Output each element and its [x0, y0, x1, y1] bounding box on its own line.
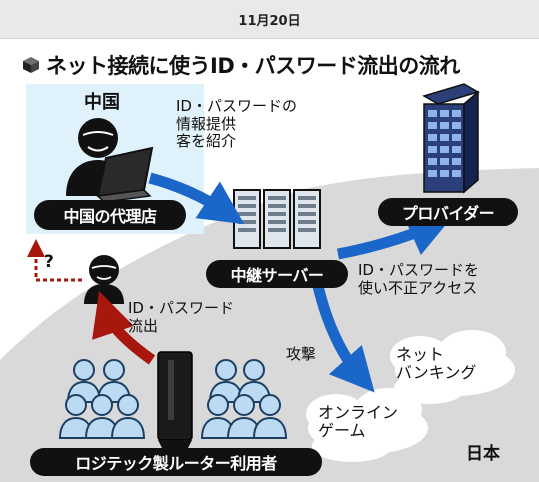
- china-agent-label: 中国の代理店: [34, 200, 186, 230]
- hacker-laptop-icon: [66, 118, 154, 203]
- unauthorized-access-label: ID・パスワードを 使い不正アクセス: [358, 261, 479, 297]
- user-group-icon: [58, 359, 146, 439]
- arrow-unknown-to-agent: [27, 239, 82, 282]
- page-title: ネット接続に使うID・パスワード流出の流れ: [22, 50, 460, 80]
- cube-icon: [23, 57, 39, 73]
- info-provided-label: ID・パスワードの 情報提供 客を紹介: [176, 97, 297, 151]
- router-icon: [157, 351, 193, 452]
- online-banking-cloud: [390, 330, 515, 404]
- japan-region-label: 日本: [466, 444, 500, 464]
- users-label: ロジテック製ルーター利用者: [30, 448, 322, 476]
- arrow-leak: [92, 291, 156, 365]
- online-game-cloud: [306, 388, 428, 462]
- provider-label: プロバイダー: [378, 198, 518, 226]
- arrow-agent-to-server: [148, 172, 245, 225]
- user-group-icon: [200, 359, 288, 439]
- online-banking-label: ネット バンキング: [396, 345, 477, 383]
- date-header: 11月20日: [0, 0, 539, 39]
- arrow-attack: [312, 284, 375, 393]
- title-text: ネット接続に使うID・パスワード流出の流れ: [46, 54, 460, 78]
- building-icon: [422, 83, 480, 194]
- unknown-mark: ?: [44, 252, 54, 272]
- server-rack-icon: [233, 189, 321, 249]
- online-game-label: オンライン ゲーム: [318, 403, 399, 441]
- relay-server-label: 中継サーバー: [206, 260, 348, 288]
- attack-label: 攻撃: [286, 345, 317, 363]
- china-region-label: 中国: [84, 92, 120, 113]
- arrow-server-to-provider: [336, 214, 453, 260]
- leak-label: ID・パスワード 流出: [128, 299, 234, 335]
- date-text: 11月20日: [238, 13, 301, 29]
